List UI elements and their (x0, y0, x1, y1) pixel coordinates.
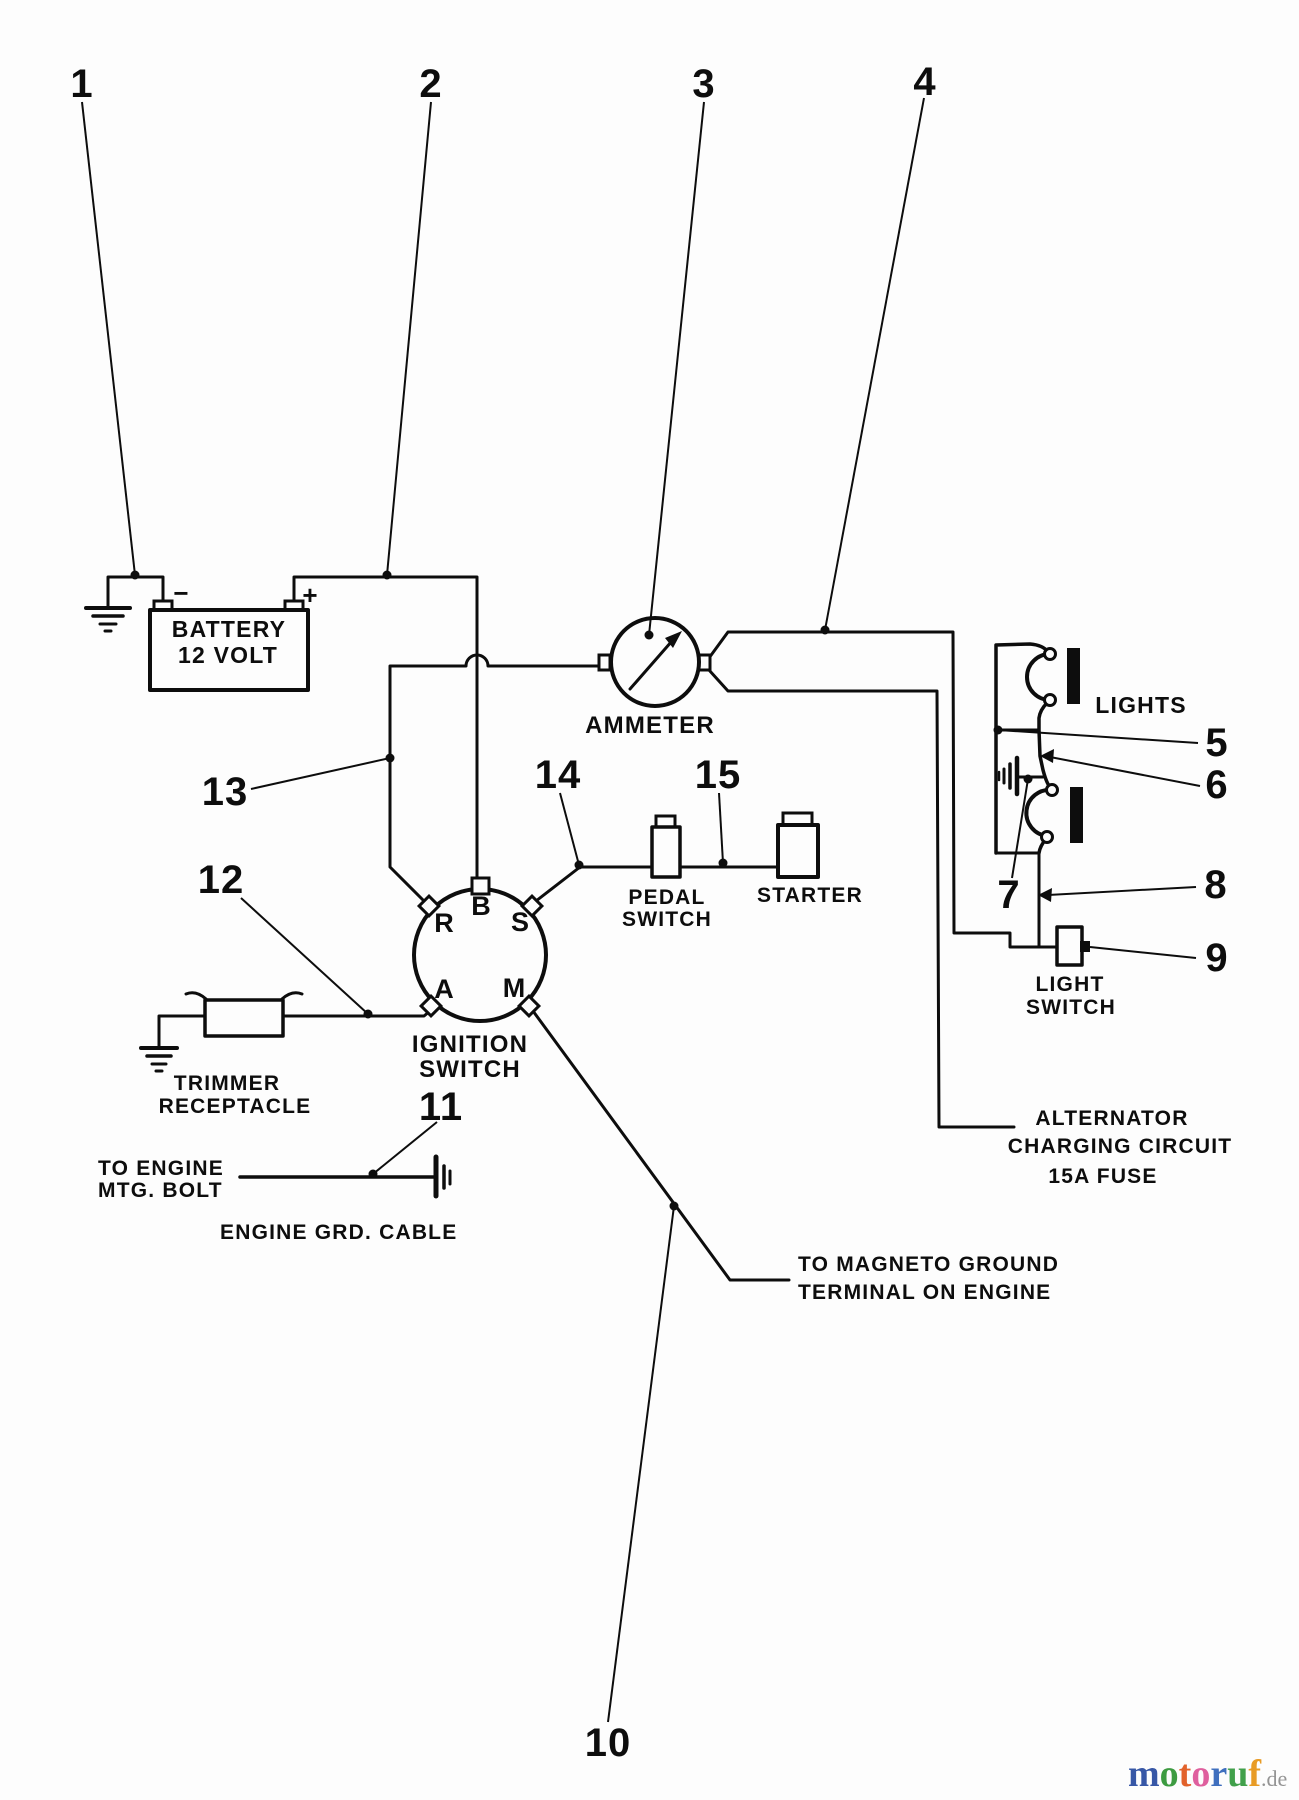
ammeter-needle-arrowhead (665, 631, 682, 648)
starter-label: STARTER (757, 884, 863, 907)
ammeter-needle (628, 639, 674, 691)
battery-body (148, 608, 310, 692)
light-switch-terminal (1080, 941, 1090, 952)
alternator-note-line1: ALTERNATOR (1035, 1107, 1188, 1130)
ignition-label-line1: IGNITION (412, 1031, 528, 1058)
callout-3: 3 (692, 62, 715, 106)
lower-headlight-icon (1024, 783, 1083, 844)
callout-12: 12 (198, 858, 245, 902)
wire-ammeter-to-light-switch (707, 630, 1059, 949)
wire-battery-positive-to-ignition-b (292, 575, 479, 880)
trimmer-receptacle-body (203, 998, 285, 1038)
ignition-terminal-label-m: M (503, 973, 526, 1003)
battery-ground-icon (84, 606, 132, 633)
lower-headlight-bulb (1024, 787, 1053, 838)
wire-ammeter-to-alternator-fuse (707, 668, 1016, 1129)
callout-8: 8 (1204, 863, 1227, 907)
callout-11: 11 (419, 1085, 463, 1129)
callout-13: 13 (202, 770, 249, 814)
callout-10: 10 (585, 1721, 632, 1765)
starter: STARTER (757, 811, 863, 907)
magneto-note-line1: TO MAGNETO GROUND (798, 1253, 1059, 1276)
pedal-switch-label-line2: SWITCH (622, 908, 712, 931)
wire-ignition-m-to-magneto (531, 1009, 791, 1282)
ignition-terminal-m (516, 993, 542, 1019)
engine-bolt-ground-icon (433, 1154, 452, 1199)
starter-body (776, 823, 820, 879)
engine-grd-cable-label: ENGINE GRD. CABLE (220, 1221, 457, 1244)
ignition-terminal-a (418, 993, 444, 1019)
ignition-label-line2: SWITCH (419, 1056, 521, 1083)
ignition-terminal-label-r: R (434, 908, 454, 938)
wire-ammeter-to-ignition-r (388, 653, 603, 903)
lights: LIGHTS (1024, 647, 1187, 844)
battery: − + BATTERY 12 VOLT (148, 578, 318, 692)
battery-label-line2: 12 VOLT (178, 642, 278, 668)
pedal-switch: PEDAL SWITCH (622, 814, 712, 931)
ammeter-label: AMMETER (585, 712, 715, 739)
wire-ignition-a-to-receptacle (281, 1009, 432, 1018)
magneto-note-line2: TERMINAL ON ENGINE (798, 1281, 1051, 1304)
trimmer-label-line2: RECEPTACLE (159, 1095, 312, 1118)
ammeter-terminal-left (597, 653, 612, 672)
lights-label: LIGHTS (1095, 692, 1187, 718)
callout-15: 15 (695, 753, 742, 797)
upper-headlight-icon (1025, 647, 1080, 707)
trimmer-receptacle: TRIMMER RECEPTACLE (159, 991, 312, 1118)
ignition-terminal-label-s: S (511, 907, 529, 937)
pedal-switch-body (650, 825, 682, 879)
motoruf-suffix: .de (1260, 1766, 1288, 1791)
callout-numbers: 1 2 3 4 5 6 7 8 9 10 11 12 13 14 15 (70, 60, 1228, 1765)
callout-14: 14 (535, 753, 582, 797)
ignition-terminal-label-a: A (434, 974, 454, 1004)
callout-leaders (81, 97, 1201, 1723)
upper-headlight-lens (1067, 648, 1080, 704)
callout-7: 7 (997, 873, 1020, 917)
ignition-terminal-r (416, 893, 442, 919)
motoruf-watermark[interactable]: motoruf.de (1128, 1752, 1287, 1796)
leader-8-arrowhead (1038, 888, 1052, 902)
ignition-terminal-s (519, 893, 545, 919)
trimmer-receptacle-right-clip (280, 991, 304, 1001)
trimmer-receptacle-left-clip (184, 991, 208, 1001)
pedal-switch-label-line1: PEDAL (628, 886, 705, 909)
callout-4: 4 (913, 60, 936, 104)
notes: TO ENGINE MTG. BOLT ENGINE GRD. CABLE AL… (98, 1107, 1233, 1304)
ignition-terminal-b (470, 876, 491, 896)
battery-plus-sign: + (302, 580, 317, 610)
motoruf-wordmark: motoruf (1128, 1753, 1261, 1795)
callout-1: 1 (70, 62, 93, 106)
light-switch-label-line1: LIGHT (1036, 973, 1105, 996)
trimmer-label-line1: TRIMMER (174, 1072, 280, 1095)
light-switch-body (1055, 925, 1084, 967)
ignition-terminal-label-b: B (471, 891, 491, 921)
light-switch: LIGHT SWITCH (1026, 925, 1116, 1019)
ammeter: AMMETER (585, 616, 715, 739)
callout-5: 5 (1205, 721, 1228, 765)
lower-headlight-lens (1070, 787, 1083, 843)
battery-label-line1: BATTERY (172, 616, 286, 642)
lights-ground-icon (997, 755, 1020, 797)
ignition-switch: R B S A M IGNITION SWITCH (412, 876, 548, 1083)
engine-bolt-note-line2: MTG. BOLT (98, 1179, 223, 1202)
engine-bolt-note-line1: TO ENGINE (98, 1157, 224, 1180)
alternator-note-line3: 15A FUSE (1048, 1165, 1157, 1188)
light-switch-label-line2: SWITCH (1026, 996, 1116, 1019)
battery-minus-sign: − (173, 578, 188, 608)
wire-receptacle-ground (157, 1014, 207, 1050)
receptacle-ground-icon (139, 1046, 179, 1073)
callout-9: 9 (1205, 936, 1228, 980)
callout-2: 2 (419, 62, 442, 106)
leader-6-arrowhead (1040, 749, 1054, 763)
alternator-note-line2: CHARGING CIRCUIT (1008, 1135, 1233, 1158)
wire-upper-light-return (1037, 701, 1053, 790)
upper-headlight-bulb (1025, 652, 1051, 702)
callout-6: 6 (1205, 763, 1228, 807)
